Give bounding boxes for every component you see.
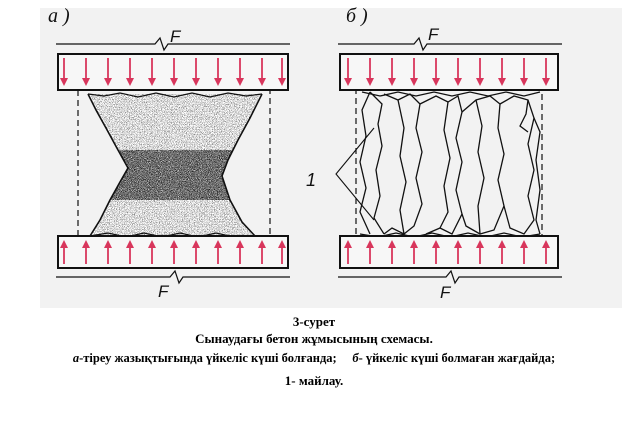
pressure-arrow-head xyxy=(170,240,178,248)
pressure-arrow-head xyxy=(388,78,396,86)
pressure-arrow-head xyxy=(410,240,418,248)
panel-b-top-edge xyxy=(361,91,541,97)
pressure-arrow-head xyxy=(410,78,418,86)
pressure-arrow-head xyxy=(104,78,112,86)
panel-b-crack-1 xyxy=(369,91,385,235)
pressure-arrow-head xyxy=(278,240,286,248)
panel-b-top-plate xyxy=(339,53,559,91)
panel-b-column-2 xyxy=(383,93,423,235)
panel-b-crack-1b xyxy=(359,91,371,235)
pressure-arrow-head xyxy=(192,78,200,86)
panel-b-column-5 xyxy=(499,95,535,235)
pressure-arrow-head xyxy=(278,78,286,86)
panel-b-crack-6 xyxy=(533,117,541,235)
caption-note: 1- майлау. xyxy=(284,373,344,388)
pressure-arrow-head xyxy=(82,78,90,86)
pressure-arrow-head xyxy=(542,78,550,86)
panel-a-bottom-force-line xyxy=(56,269,290,285)
panel-b-columns xyxy=(359,91,541,238)
pressure-arrow-head xyxy=(520,240,528,248)
panel-b-bottom-force-line xyxy=(338,269,562,285)
panel-b-top-force-label: F xyxy=(428,25,440,44)
caption-number: 3-сурет xyxy=(292,314,336,329)
callout-leader-lines xyxy=(335,127,375,221)
panel-a-top-plate xyxy=(57,53,289,91)
panel-a-top-force-label: F xyxy=(170,27,182,46)
pressure-arrow-head xyxy=(214,78,222,86)
caption-part-a-text: -тіреу жазықтығында үйкеліс күші болғанд… xyxy=(79,351,337,365)
pressure-arrow-head xyxy=(104,240,112,248)
pressure-arrow-head xyxy=(476,240,484,248)
panel-a-right-crack xyxy=(221,93,263,237)
pressure-arrow-head xyxy=(214,240,222,248)
pressure-arrow-head xyxy=(498,78,506,86)
pressure-arrow-head xyxy=(366,240,374,248)
pressure-arrow-head xyxy=(432,240,440,248)
pressure-arrow-head xyxy=(60,78,68,86)
pressure-arrow-head xyxy=(498,240,506,248)
panel-a-top-force-line xyxy=(56,36,290,52)
pressure-arrow-head xyxy=(542,240,550,248)
pressure-arrow-head xyxy=(344,240,352,248)
panel-b-bottom-plate xyxy=(339,235,559,269)
panel-b-column-4 xyxy=(461,95,505,235)
panel-b-crack-2 xyxy=(397,99,407,235)
pressure-arrow-head xyxy=(344,78,352,86)
panel-a-bottom-force-label: F xyxy=(158,282,170,301)
panel-b-column-3 xyxy=(419,94,463,235)
pressure-arrow-head xyxy=(454,78,462,86)
panel-a-top-arrows xyxy=(60,58,286,86)
pressure-arrow-head xyxy=(60,240,68,248)
figure-diagram: а ) б ) F F F xyxy=(40,5,622,308)
pressure-arrow-head xyxy=(126,240,134,248)
pressure-arrow-head xyxy=(388,240,396,248)
panel-b: F F xyxy=(338,25,562,302)
caption-parts: а-тіреу жазықтығында үйкеліс күші болған… xyxy=(0,351,628,366)
panel-b-crack-4 xyxy=(475,99,485,235)
pressure-arrow-head xyxy=(366,78,374,86)
pressure-arrow-head xyxy=(258,240,266,248)
pressure-arrow-head xyxy=(236,240,244,248)
pressure-arrow-head xyxy=(454,240,462,248)
panel-b-bottom-force-label: F xyxy=(440,283,452,302)
caption-title: Сынаудағы бетон жұмысының схемасы. xyxy=(195,331,433,346)
caption-part-a-letter: а xyxy=(72,351,80,365)
pressure-arrow-head xyxy=(82,240,90,248)
pressure-arrow-head xyxy=(520,78,528,86)
panel-a-label: а ) xyxy=(48,5,70,27)
panel-a-top-edge xyxy=(87,92,263,98)
panel-a-left-crack xyxy=(87,93,129,237)
pressure-arrow-head xyxy=(236,78,244,86)
pressure-arrow-head xyxy=(476,78,484,86)
pressure-arrow-head xyxy=(148,240,156,248)
panel-b-bottom-arrows xyxy=(344,240,550,264)
panel-b-top-arrows xyxy=(344,58,550,86)
panel-a-bottom-arrows xyxy=(60,240,286,264)
pressure-arrow-head xyxy=(258,78,266,86)
panel-a-bottom-plate xyxy=(57,235,289,269)
pressure-arrow-head xyxy=(432,78,440,86)
pressure-arrow-head xyxy=(170,78,178,86)
panel-b-label: б ) xyxy=(346,5,368,27)
panel-b-crack-3 xyxy=(439,101,451,229)
callout-label: 1 xyxy=(306,170,316,190)
panel-b-top-force-line xyxy=(338,36,562,52)
panel-b-crack-5 xyxy=(519,99,529,133)
pressure-arrow-head xyxy=(148,78,156,86)
caption-part-b-text: - үйкеліс күші болмаған жағдайда; xyxy=(358,351,556,365)
pressure-arrow-head xyxy=(126,78,134,86)
pressure-arrow-head xyxy=(192,240,200,248)
caption-part-b-letter: б xyxy=(352,351,359,365)
